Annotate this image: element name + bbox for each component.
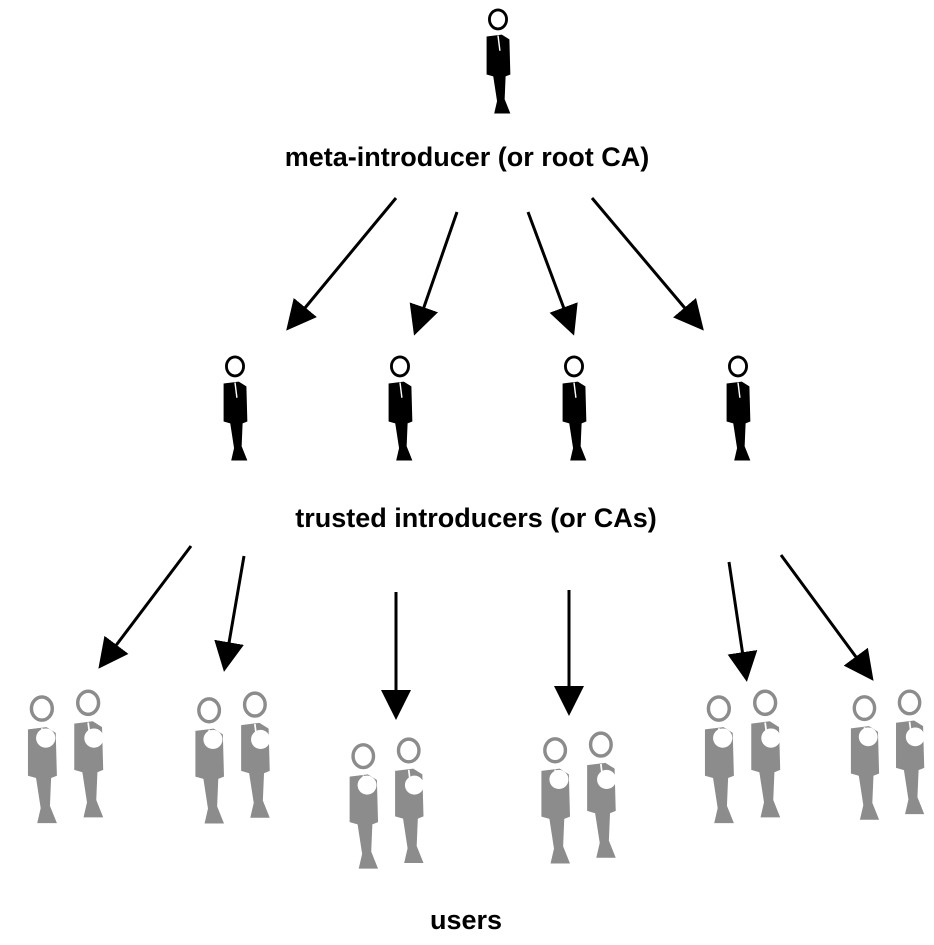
root-arrow-2	[409, 211, 459, 336]
user-group-icon-2	[195, 693, 270, 823]
user-group-icon-5	[705, 691, 781, 823]
trusted-arrow-6	[779, 554, 874, 681]
trusted-arrow-1	[98, 545, 193, 669]
trusted-introducers	[221, 355, 753, 463]
trusted-arrows	[98, 545, 874, 720]
root-person-icon	[484, 8, 513, 116]
user-group-icon-6	[851, 691, 925, 820]
root-arrow-1	[286, 197, 398, 331]
trusted-label: trusted introducers (or CAs)	[295, 503, 657, 533]
users-label: users	[430, 905, 502, 935]
root-arrows	[286, 197, 704, 336]
user-group-icon-4	[541, 733, 616, 863]
trusted-person-icon-3	[560, 355, 589, 463]
user-groups	[28, 691, 925, 868]
user-group-icon-1	[28, 691, 104, 823]
root-arrow-3	[526, 211, 578, 336]
trusted-person-icon-1	[221, 355, 250, 463]
trusted-person-icon-2	[386, 355, 415, 463]
trusted-person-icon-4	[724, 355, 753, 463]
trusted-arrow-2	[214, 555, 246, 672]
root-arrow-4	[590, 197, 704, 331]
user-group-icon-3	[350, 739, 424, 869]
root-label: meta-introducer (or root CA)	[285, 142, 650, 172]
trusted-arrow-5	[727, 561, 758, 682]
